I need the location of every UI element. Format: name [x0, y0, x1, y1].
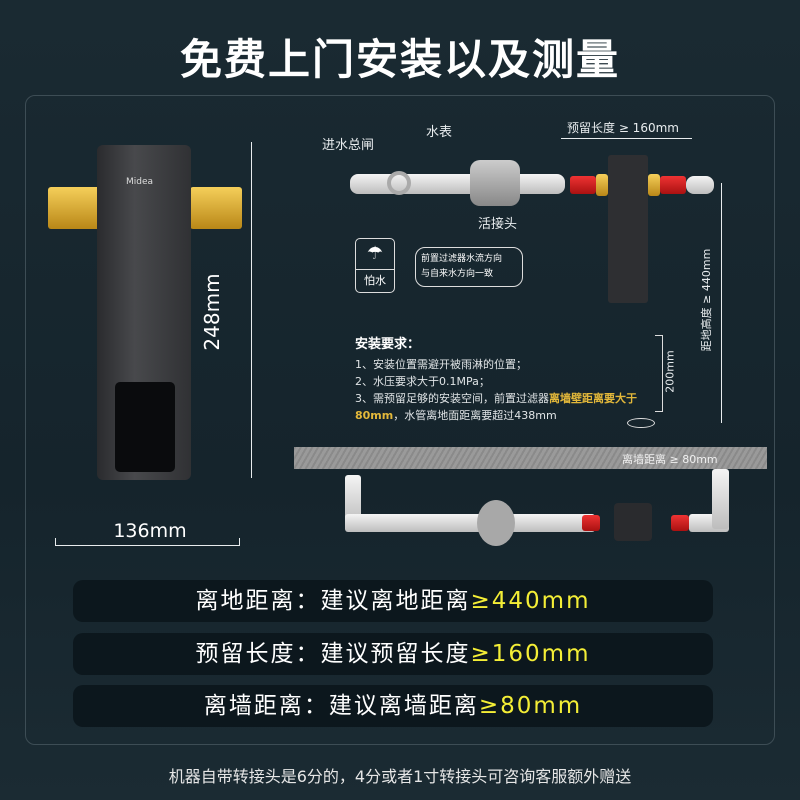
reserve-length-label: 预留长度 ≥ 160mm	[567, 121, 679, 135]
rain-warning-box: ☂ 怕水	[355, 238, 395, 293]
filter-small	[608, 155, 648, 303]
height-label: 248mm	[200, 273, 224, 351]
width-dimension-line	[55, 538, 240, 546]
footer-note: 机器自带转接头是6分的，4分或者1寸转接头可咨询客服额外赠送	[168, 767, 632, 786]
main-valve-icon	[387, 171, 411, 195]
flow-note-line2: 与自来水方向一致	[421, 269, 494, 279]
bar-value: ≥440mm	[470, 588, 591, 614]
pipe-bottom-left-vertical	[345, 475, 361, 525]
bar-value: ≥160mm	[470, 641, 591, 667]
red-connector	[671, 515, 689, 531]
red-connector	[570, 176, 596, 194]
side-dimension-bracket	[655, 335, 663, 412]
height-dimension-line	[251, 142, 252, 478]
requirement-1: 1、安装位置需避开被雨淋的位置；	[355, 358, 527, 371]
main-valve-label: 进水总闸	[322, 138, 375, 153]
umbrella-icon: ☂	[366, 243, 384, 264]
union-label: 活接头	[478, 217, 518, 232]
outlet-fitting	[190, 187, 242, 229]
floor-height-line	[721, 183, 722, 423]
brass-connector	[596, 174, 608, 196]
reserve-length-line	[561, 138, 692, 139]
bar-label: 离地距离：建议离地距离	[195, 588, 471, 614]
bar-value: ≥80mm	[478, 693, 583, 719]
pipe-right	[686, 176, 714, 194]
side-dimension-label: 200mm	[663, 350, 677, 393]
inlet-fitting	[48, 187, 100, 229]
brand-logo: Midea	[126, 177, 154, 187]
wall-distance-label: 离墙距离 ≥ 80mm	[622, 453, 718, 466]
page-title: 免费上门安装以及测量	[179, 35, 620, 84]
requirement-3-text: 3、需预留足够的安装空间，前置过滤器	[355, 392, 549, 405]
control-display[interactable]	[115, 382, 175, 472]
flow-note-line1: 前置过滤器水流方向	[421, 254, 503, 264]
water-meter-icon	[470, 160, 520, 206]
requirement-3: 3、需预留足够的安装空间，前置过滤器离墙壁距离要大于80mm，水管离地面距离要超…	[355, 390, 645, 424]
pipe-left	[350, 174, 565, 194]
wall-distance-bar: 离墙距离：建议离墙距离≥80mm	[73, 685, 713, 727]
floor-height-label: 距地高度 ≥ 440mm	[700, 248, 713, 352]
product-image: Midea	[48, 145, 248, 485]
width-label: 136mm	[113, 520, 187, 542]
reserve-length-bar: 预留长度：建议预留长度≥160mm	[73, 633, 713, 675]
content-panel	[25, 95, 775, 745]
requirement-3-highlight: 离墙壁距离要大于80mm	[355, 392, 637, 422]
pipe-bottom-right-vertical	[712, 469, 729, 529]
requirement-3-text-end: ，水管离地面距离要超过438mm	[393, 409, 557, 422]
bar-label: 离墙距离：建议离墙距离	[203, 693, 479, 719]
rain-warning-label: 怕水	[356, 269, 394, 292]
floor-distance-bar: 离地距离：建议离地距离≥440mm	[73, 580, 713, 622]
wall	[294, 447, 767, 469]
water-meter-label: 水表	[426, 125, 453, 140]
water-meter-bottom	[477, 500, 515, 546]
requirements-heading: 安装要求：	[355, 337, 421, 352]
flow-direction-note: 前置过滤器水流方向 与自来水方向一致	[415, 247, 523, 287]
brass-connector	[648, 174, 660, 196]
pipe-bottom	[345, 514, 595, 532]
red-connector	[660, 176, 686, 194]
pressure-gauge-icon	[614, 503, 652, 541]
requirement-2: 2、水压要求大于0.1MPa；	[355, 375, 490, 388]
floor-drain-icon	[627, 418, 655, 428]
red-connector	[582, 515, 600, 531]
bar-label: 预留长度：建议预留长度	[195, 641, 471, 667]
